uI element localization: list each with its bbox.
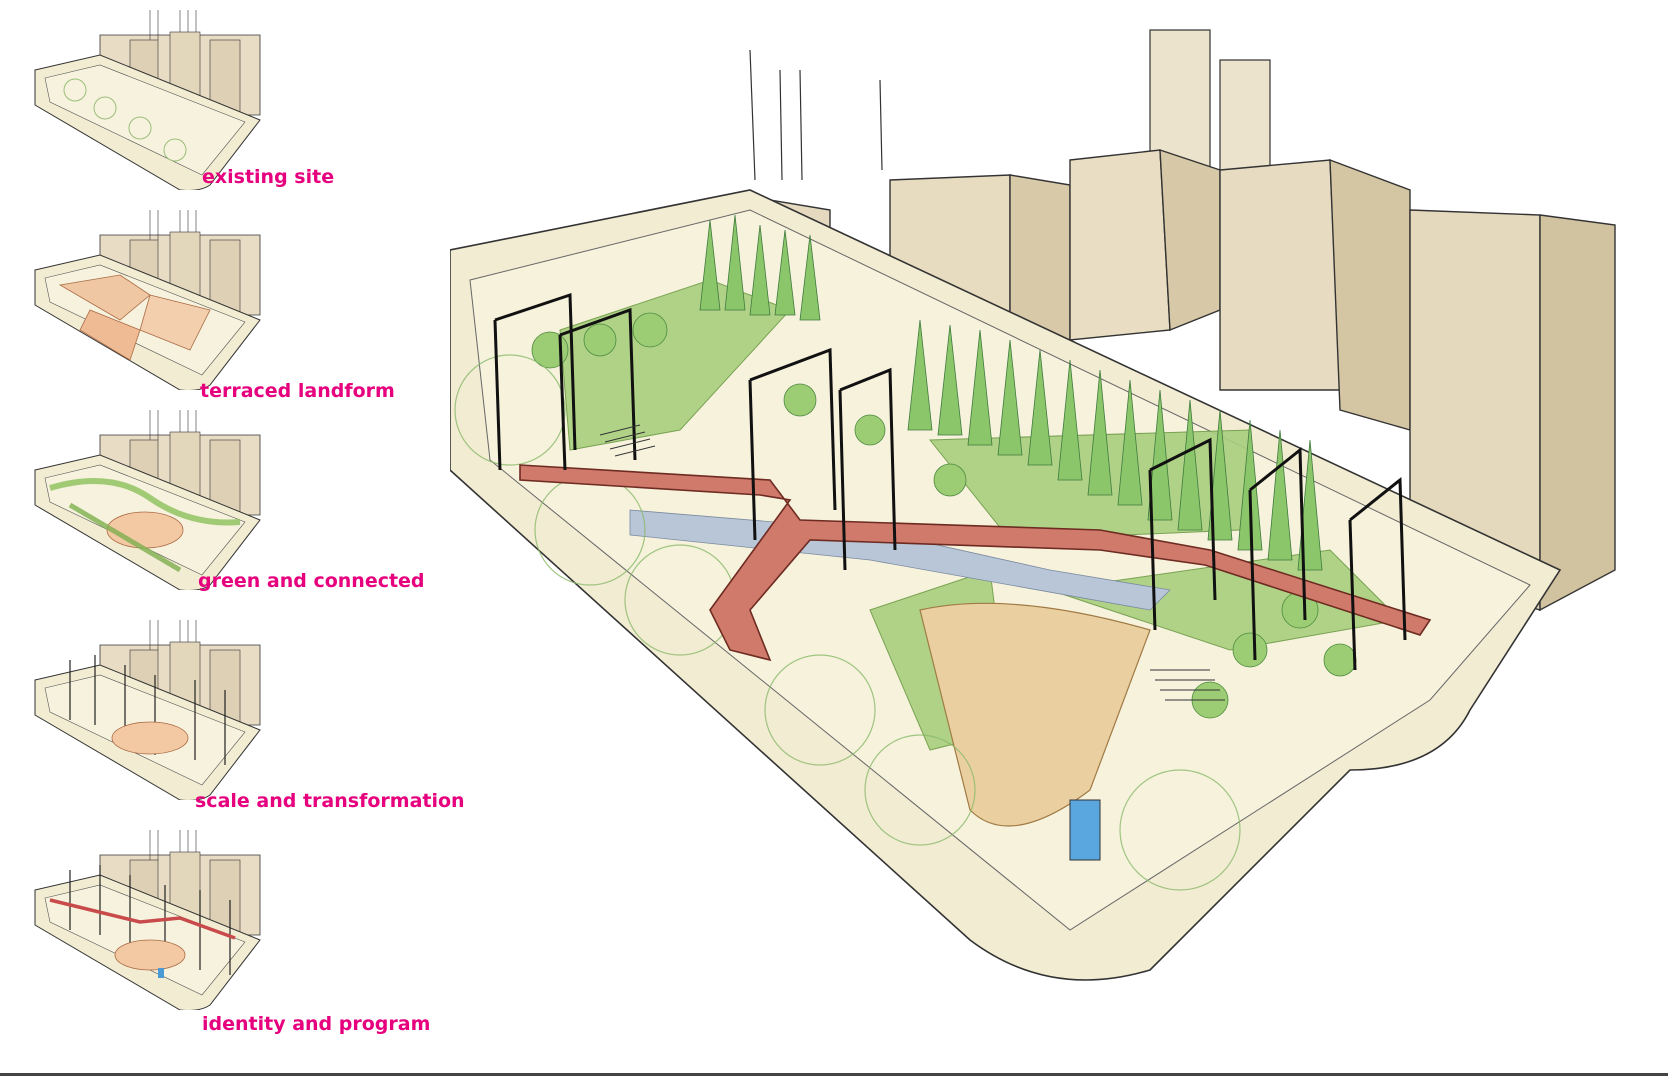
park-axonometric-sketch-icon — [450, 29, 1616, 981]
bottom-rule — [0, 1073, 1668, 1076]
terraced-landform-sketch-icon — [34, 210, 261, 390]
step-scale-and-transformation: scale and transformation — [30, 620, 465, 820]
scale-transformation-sketch-icon — [34, 620, 261, 800]
step-terraced-landform: terraced landform — [30, 210, 460, 410]
existing-site-sketch-icon — [34, 10, 261, 190]
identity-program-sketch-icon — [34, 830, 261, 1010]
step-label: scale and transformation — [195, 790, 465, 812]
step-green-and-connected: green and connected — [30, 410, 460, 610]
step-identity-and-program: identity and program — [30, 830, 460, 1060]
step-label: terraced landform — [200, 380, 395, 402]
step-label: green and connected — [198, 570, 425, 592]
step-label: identity and program — [202, 1013, 431, 1035]
step-label: existing site — [202, 166, 335, 188]
green-connected-sketch-icon — [34, 410, 261, 590]
step-existing-site: existing site — [30, 10, 460, 210]
